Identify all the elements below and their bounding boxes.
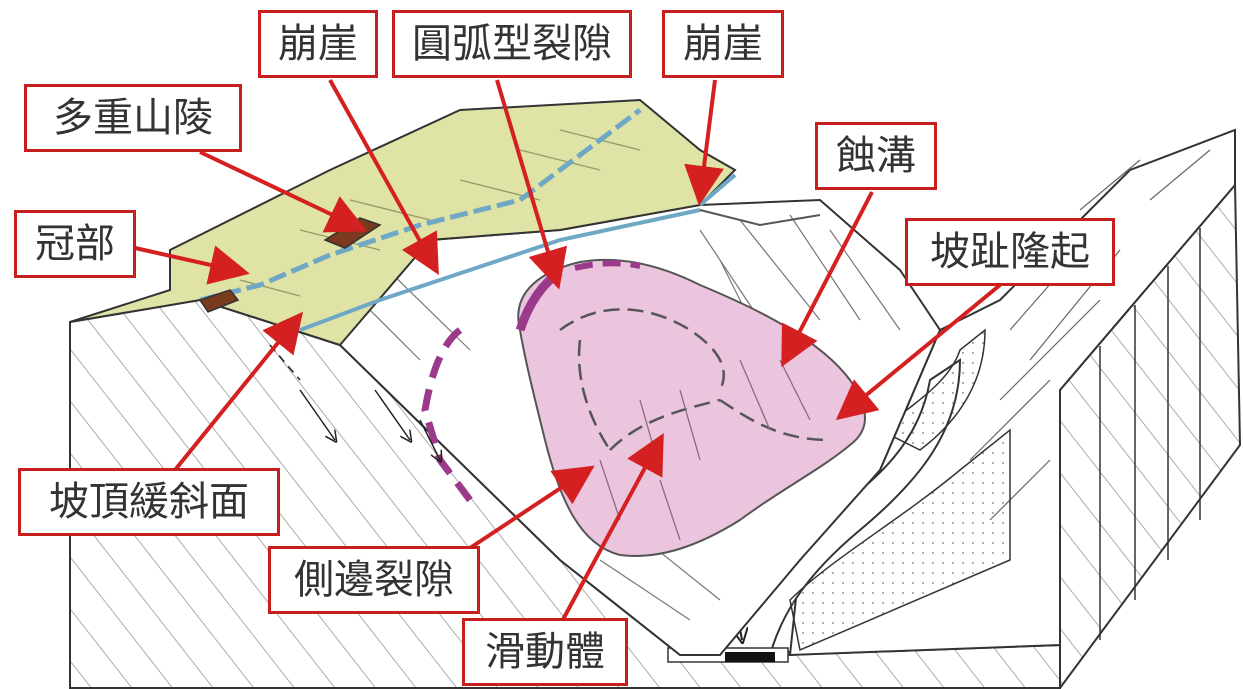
arrow-duozhong	[199, 150, 368, 233]
label-yuanhu: 圓弧型裂隙	[392, 10, 632, 78]
label-shigou: 蝕溝	[815, 122, 937, 190]
label-pozhi: 坡趾隆起	[905, 218, 1115, 286]
main-scarp	[199, 108, 642, 303]
arrow-yuanhu	[495, 79, 568, 290]
arrow-huadong	[558, 432, 664, 626]
arrow-shigou	[781, 191, 874, 368]
arrow-guanbu	[134, 245, 250, 285]
arrow-bengya-left	[328, 79, 439, 275]
label-cebian: 側邊裂隙	[268, 546, 480, 614]
arrow-poding	[173, 311, 304, 472]
label-bengya-left: 崩崖	[258, 10, 378, 78]
label-guanbu: 冠部	[14, 210, 136, 278]
label-bengya-right: 崩崖	[662, 10, 784, 78]
label-duozhong: 多重山陵	[24, 84, 242, 152]
arrow-cebian	[468, 465, 595, 550]
arrow-pozhi	[835, 283, 1002, 421]
lateral-crack	[421, 327, 473, 503]
label-poding: 坡頂緩斜面	[18, 468, 280, 536]
label-huadong: 滑動體	[462, 618, 628, 686]
arrow-bengya-right	[684, 79, 724, 206]
